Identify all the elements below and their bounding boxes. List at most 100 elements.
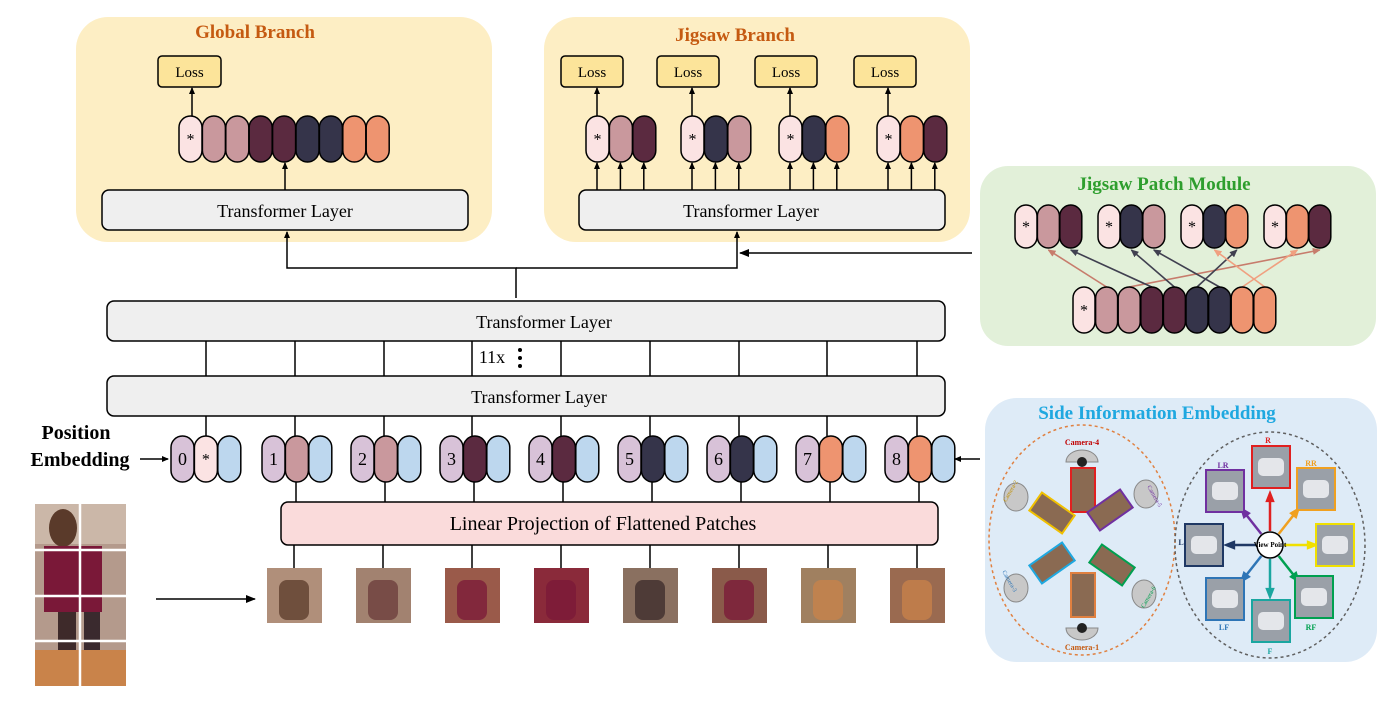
patch-token [632, 115, 657, 163]
patch-token [608, 115, 634, 163]
patch-token [462, 435, 488, 483]
side-information-token [575, 435, 600, 483]
cls-token-symbol: * [1188, 219, 1196, 236]
image-patch-detail [546, 580, 576, 620]
jigsaw-loss-label: Loss [674, 65, 703, 81]
position-embedding-label-line1: Position [42, 422, 111, 444]
car-body [1212, 590, 1238, 608]
side-information-token [397, 435, 422, 483]
side-information-token [931, 435, 956, 483]
patch-token [1225, 204, 1249, 249]
shuffle-arrow [1130, 249, 1175, 288]
patch-token [1117, 286, 1141, 334]
patch-token [295, 115, 320, 163]
car-body [1301, 588, 1327, 606]
patch-token [1207, 286, 1232, 334]
camera-6: Camera-6 [1131, 579, 1158, 609]
image-patch-detail [368, 580, 398, 620]
patch-token [1036, 204, 1061, 249]
bottom-transformer-layer-label: Transformer Layer [471, 387, 607, 407]
patch-token [1308, 204, 1332, 249]
patch-token [551, 435, 577, 483]
patch-token [1094, 286, 1119, 334]
car-body [1258, 458, 1284, 476]
jigsaw-patch-module-title: Jigsaw Patch Module [1077, 174, 1250, 195]
patch-token [825, 115, 850, 163]
image-patch-detail [724, 580, 754, 620]
position-index: 6 [714, 449, 723, 469]
global-branch-title: Global Branch [195, 22, 315, 43]
patch-token [365, 115, 390, 163]
global-token-sequence: * [178, 115, 390, 163]
shuffle-arrow [1213, 249, 1266, 288]
side-information-token [217, 435, 242, 483]
bottom-transformer-layer [106, 375, 946, 417]
viewpoint-ring [1174, 431, 1366, 659]
viewpoint-arrowhead [1265, 490, 1275, 503]
cls-token-symbol: * [1271, 219, 1279, 236]
global-loss-label: Loss [175, 65, 204, 81]
patch-token [318, 115, 344, 163]
patch-token [1162, 286, 1187, 334]
patch-to-projection-lines [293, 482, 920, 568]
camera-1-label: Camera-1 [1065, 643, 1099, 652]
position-index: 0 [178, 449, 187, 469]
cls-token-symbol: * [594, 132, 602, 149]
side-information-token [664, 435, 689, 483]
position-index: 5 [625, 449, 634, 469]
camera-snapshot [1085, 488, 1135, 532]
linear-projection-label: Linear Projection of Flattened Patches [450, 513, 757, 535]
jigsaw-loss-box [754, 55, 818, 88]
viewpoint-direction-label: LR [1217, 461, 1228, 470]
image-patch-detail [457, 580, 487, 620]
repeat-label: 11x [479, 347, 505, 367]
position-index: 2 [358, 449, 367, 469]
side-information-token [753, 435, 778, 483]
jpm-input-sequence: * [1072, 286, 1277, 334]
patch-token [1140, 286, 1164, 334]
viewpoint-direction-label: R [1265, 436, 1271, 445]
jigsaw-loss-box [560, 55, 624, 88]
cls-token-symbol: * [689, 132, 697, 149]
ellipsis-dot [518, 348, 522, 352]
patch-token [640, 435, 666, 483]
ellipsis-dot [518, 364, 522, 368]
global-transformer-layer [101, 189, 469, 231]
jigsaw-loss-label: Loss [871, 65, 900, 81]
patch-token [801, 115, 827, 163]
jigsaw-transformer-layer [578, 189, 946, 231]
cls-token-symbol: * [1022, 219, 1030, 236]
patch-token [342, 115, 367, 163]
viewpoint-arrowhead [1265, 587, 1275, 600]
input-person-image [35, 504, 126, 686]
camera-snapshot [1027, 541, 1077, 585]
patch-token [907, 435, 933, 483]
image-patch-detail [635, 580, 665, 620]
camera-3: Camera-3 [1000, 570, 1029, 603]
camera-snapshot [1070, 572, 1096, 618]
position-embedding-label-line2: Embedding [31, 449, 130, 471]
image-patch-detail [902, 580, 932, 620]
shuffle-arrow [1241, 249, 1299, 288]
patch-token [1185, 286, 1209, 334]
car-body [1212, 482, 1238, 500]
ellipsis-dot [518, 356, 522, 360]
patch-token [923, 115, 948, 163]
camera-4-label: Camera-4 [1065, 438, 1099, 447]
car-body [1303, 480, 1329, 498]
patch-token [284, 435, 310, 483]
patch-token [1230, 286, 1254, 334]
global-transformer-layer-label: Transformer Layer [217, 201, 353, 221]
jigsaw-token-groups: **** [585, 115, 948, 190]
patch-token [1059, 204, 1083, 249]
shuffle-arrow [1047, 249, 1108, 288]
shuffle-arrow [1152, 249, 1220, 288]
cls-token-symbol: * [885, 132, 893, 149]
patch-token [1142, 204, 1166, 249]
linear-projection-box [280, 501, 939, 546]
jigsaw-transformer-layer-label: Transformer Layer [683, 201, 819, 221]
patch-token [1119, 204, 1144, 249]
inter-layer-connections [205, 341, 918, 436]
car-body [1191, 536, 1217, 554]
